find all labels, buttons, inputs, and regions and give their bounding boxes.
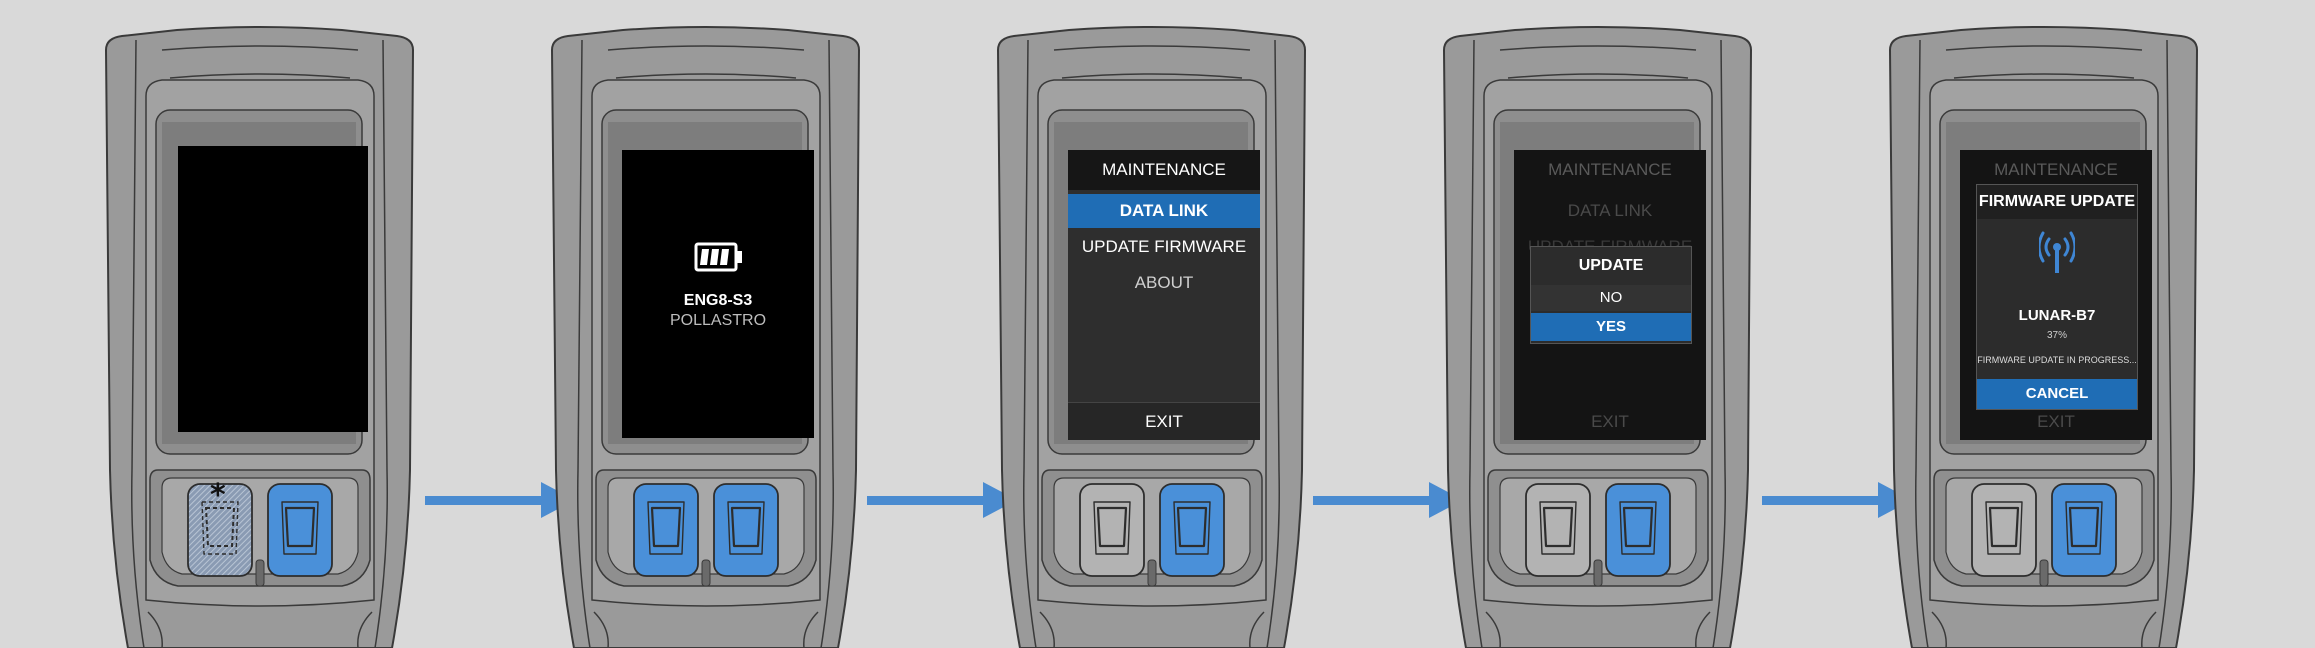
menu-item-data-link[interactable]: DATA LINK xyxy=(1068,194,1260,228)
left-button[interactable] xyxy=(632,482,700,578)
left-button[interactable] xyxy=(1970,482,2038,578)
flow-arrow-3 xyxy=(1313,482,1463,518)
dialog-title: UPDATE FIRMWARE? xyxy=(1563,257,1660,304)
menu-title: MAINTENANCE xyxy=(1068,150,1260,190)
screen-splash: ENG8-S3 POLLASTRO xyxy=(622,150,814,438)
background-title: MAINTENANCE xyxy=(1994,160,2118,179)
menu-item-about[interactable]: ABOUT xyxy=(1134,273,1194,292)
screen-firmware-progress: MAINTENANCE EXIT FIRMWARE UPDATE LUNAR-B… xyxy=(1960,150,2152,440)
step-5-panel: MAINTENANCE EXIT FIRMWARE UPDATE LUNAR-B… xyxy=(1876,0,2236,648)
left-button[interactable] xyxy=(1524,482,1592,578)
status-text: FIRMWARE UPDATE IN PROGRESS... xyxy=(1977,355,2137,365)
right-button[interactable] xyxy=(1604,482,1672,578)
option-no[interactable]: NO xyxy=(1531,285,1691,311)
background-title: MAINTENANCE xyxy=(1548,160,1672,179)
device-name: POLLASTRO xyxy=(669,312,767,329)
step-3-panel: MAINTENANCE DATA LINK UPDATE FIRMWARE AB… xyxy=(984,0,1344,648)
screen-off xyxy=(178,146,368,432)
target-device: LUNAR-B7 xyxy=(2018,307,2096,324)
right-button[interactable] xyxy=(1158,482,1226,578)
right-button[interactable] xyxy=(266,482,334,578)
menu-item-update-firmware[interactable]: UPDATE FIRMWARE xyxy=(1081,237,1247,256)
flow-arrow-2 xyxy=(867,482,1017,518)
screen-maintenance-menu: MAINTENANCE DATA LINK UPDATE FIRMWARE AB… xyxy=(1068,150,1260,440)
background-exit: EXIT xyxy=(1591,412,1629,431)
wireless-antenna-icon xyxy=(2039,231,2075,273)
update-dialog: FIRMWARE UPDATE LUNAR-B7 37% FIRMWARE UP… xyxy=(1976,184,2138,410)
progress-percent: 37% xyxy=(2046,330,2067,341)
left-button[interactable] xyxy=(187,483,253,577)
press-marker: * xyxy=(210,478,226,513)
step-2-panel: ENG8-S3 POLLASTRO xyxy=(538,0,898,648)
screen-confirm-dialog: MAINTENANCE DATA LINK UPDATE FIRMWARE EX… xyxy=(1514,150,1706,440)
option-yes[interactable]: YES xyxy=(1531,313,1691,341)
left-button[interactable] xyxy=(1078,482,1146,578)
cancel-button[interactable]: CANCEL xyxy=(1977,379,2137,409)
background-exit: EXIT xyxy=(2037,412,2075,431)
step-1-panel: * xyxy=(92,0,452,648)
device-shell: * xyxy=(105,26,414,648)
right-button[interactable] xyxy=(2050,482,2118,578)
confirm-dialog: UPDATE FIRMWARE? NO YES xyxy=(1530,246,1692,344)
background-item: DATA LINK xyxy=(1567,201,1653,220)
device-model: ENG8-S3 xyxy=(683,292,753,309)
right-button[interactable] xyxy=(712,482,780,578)
step-4-panel: MAINTENANCE DATA LINK UPDATE FIRMWARE EX… xyxy=(1430,0,1790,648)
battery-icon xyxy=(694,242,742,272)
dialog-title: FIRMWARE UPDATE xyxy=(1977,185,2137,219)
exit-button[interactable]: EXIT xyxy=(1068,402,1260,440)
